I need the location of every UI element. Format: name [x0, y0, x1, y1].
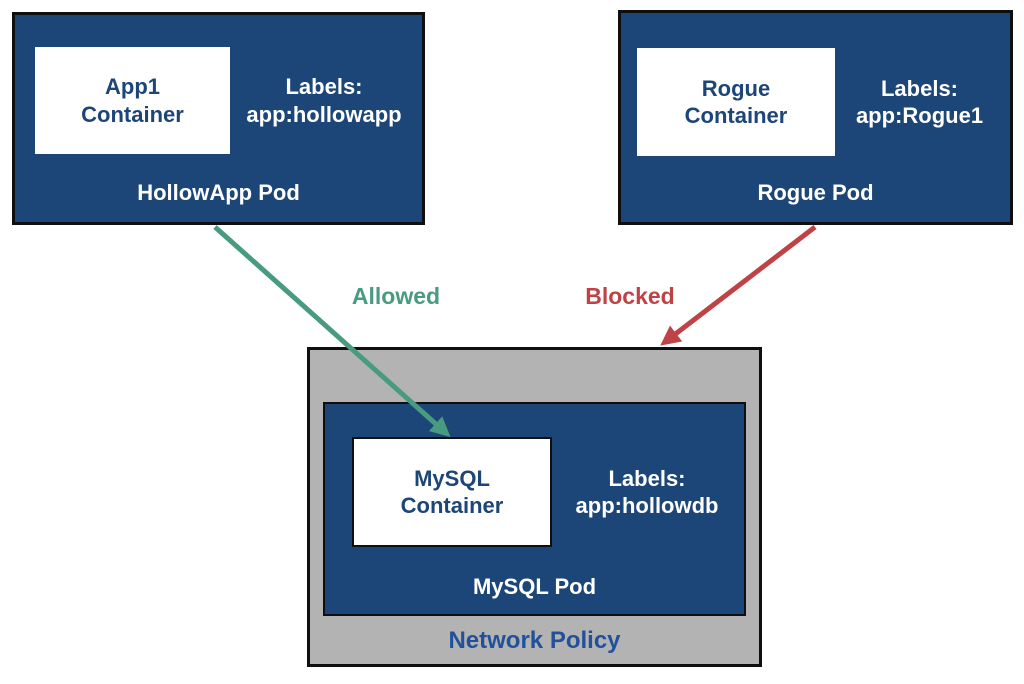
mysql-pod-labels: Labels: app:hollowdb — [556, 437, 738, 547]
mysql-labels-title: Labels: — [608, 465, 686, 491]
hollowapp-pod-labels: Labels: app:hollowapp — [230, 47, 418, 154]
hollowapp-pod: App1 Container Labels: app:hollowapp Hol… — [12, 12, 425, 225]
app1-container-box: App1 Container — [35, 47, 230, 154]
network-policy-label: Network Policy — [448, 627, 621, 654]
allowed-edge-label: Allowed — [351, 283, 441, 309]
rogue-container-label-line2: Container — [684, 103, 788, 128]
rogue-labels-value: app:Rogue1 — [855, 103, 984, 128]
hollowapp-labels-value: app:hollowapp — [246, 101, 402, 127]
app1-container-label-line1: App1 — [105, 74, 160, 99]
hollowapp-labels-title: Labels: — [285, 74, 363, 99]
mysql-pod-name: MySQL Pod — [472, 574, 597, 599]
mysql-container-label-line1: MySQL — [414, 465, 490, 491]
rogue-container-box: Rogue Container — [637, 48, 835, 156]
network-policy-boundary: MySQL Container Labels: app:hollowdb MyS… — [307, 347, 762, 667]
mysql-pod: MySQL Container Labels: app:hollowdb MyS… — [323, 402, 746, 616]
rogue-labels-title: Labels: — [880, 75, 959, 101]
mysql-labels-value: app:hollowdb — [575, 493, 719, 518]
mysql-container-label-line2: Container — [400, 493, 504, 518]
rogue-pod: Rogue Container Labels: app:Rogue1 Rogue… — [618, 10, 1013, 225]
rogue-pod-labels: Labels: app:Rogue1 — [835, 48, 1004, 156]
blocked-edge-label: Blocked — [585, 283, 675, 309]
rogue-pod-name: Rogue Pod — [757, 180, 874, 205]
rogue-container-label-line1: Rogue — [701, 75, 771, 101]
app1-container-label-line2: Container — [81, 101, 184, 127]
mysql-container-box: MySQL Container — [352, 437, 552, 547]
hollowapp-pod-name: HollowApp Pod — [137, 180, 300, 205]
